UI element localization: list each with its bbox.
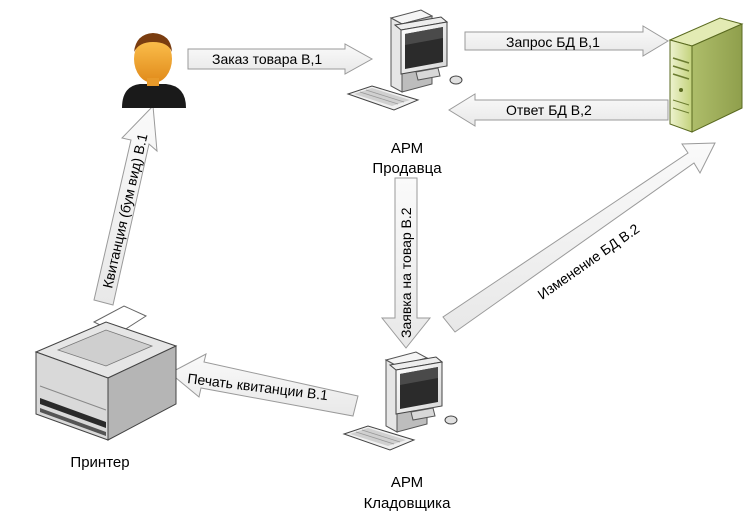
db-response-arrow: Ответ БД В,2 — [448, 93, 669, 127]
goods-request-arrow: Заявка на товар В.2 — [380, 177, 432, 349]
workstation-icon — [342, 351, 458, 451]
goods-request-arrow-label: Заявка на товар В.2 — [398, 207, 414, 338]
printer-icon — [34, 305, 178, 441]
storekeeper-caption-line1: АРМ — [391, 474, 423, 491]
user-icon — [122, 33, 186, 108]
db-request-arrow-label: Запрос БД В,1 — [506, 34, 600, 50]
server-icon — [668, 17, 744, 133]
storekeeper-caption-line2: Кладовщика — [364, 495, 452, 512]
seller-caption-line1: АРМ — [391, 140, 423, 157]
workstation-icon — [346, 9, 463, 111]
print-receipt-arrow: Печать квитанции В.1 — [169, 353, 359, 417]
printer-caption: Принтер — [70, 454, 129, 471]
db-change-arrow: Изменение БД В.2 — [442, 142, 716, 333]
receipt-paper-arrow-label: Квитанция (бум вид) В.1 — [99, 132, 150, 290]
db-response-arrow-label: Ответ БД В,2 — [506, 102, 592, 118]
order-arrow-label: Заказ товара В,1 — [212, 51, 322, 67]
seller-caption-line2: Продавца — [372, 160, 442, 177]
order-arrow: Заказ товара В,1 — [187, 43, 374, 75]
db-request-arrow: Запрос БД В,1 — [464, 25, 669, 57]
receipt-paper-arrow: Квитанция (бум вид) В.1 — [93, 104, 158, 306]
